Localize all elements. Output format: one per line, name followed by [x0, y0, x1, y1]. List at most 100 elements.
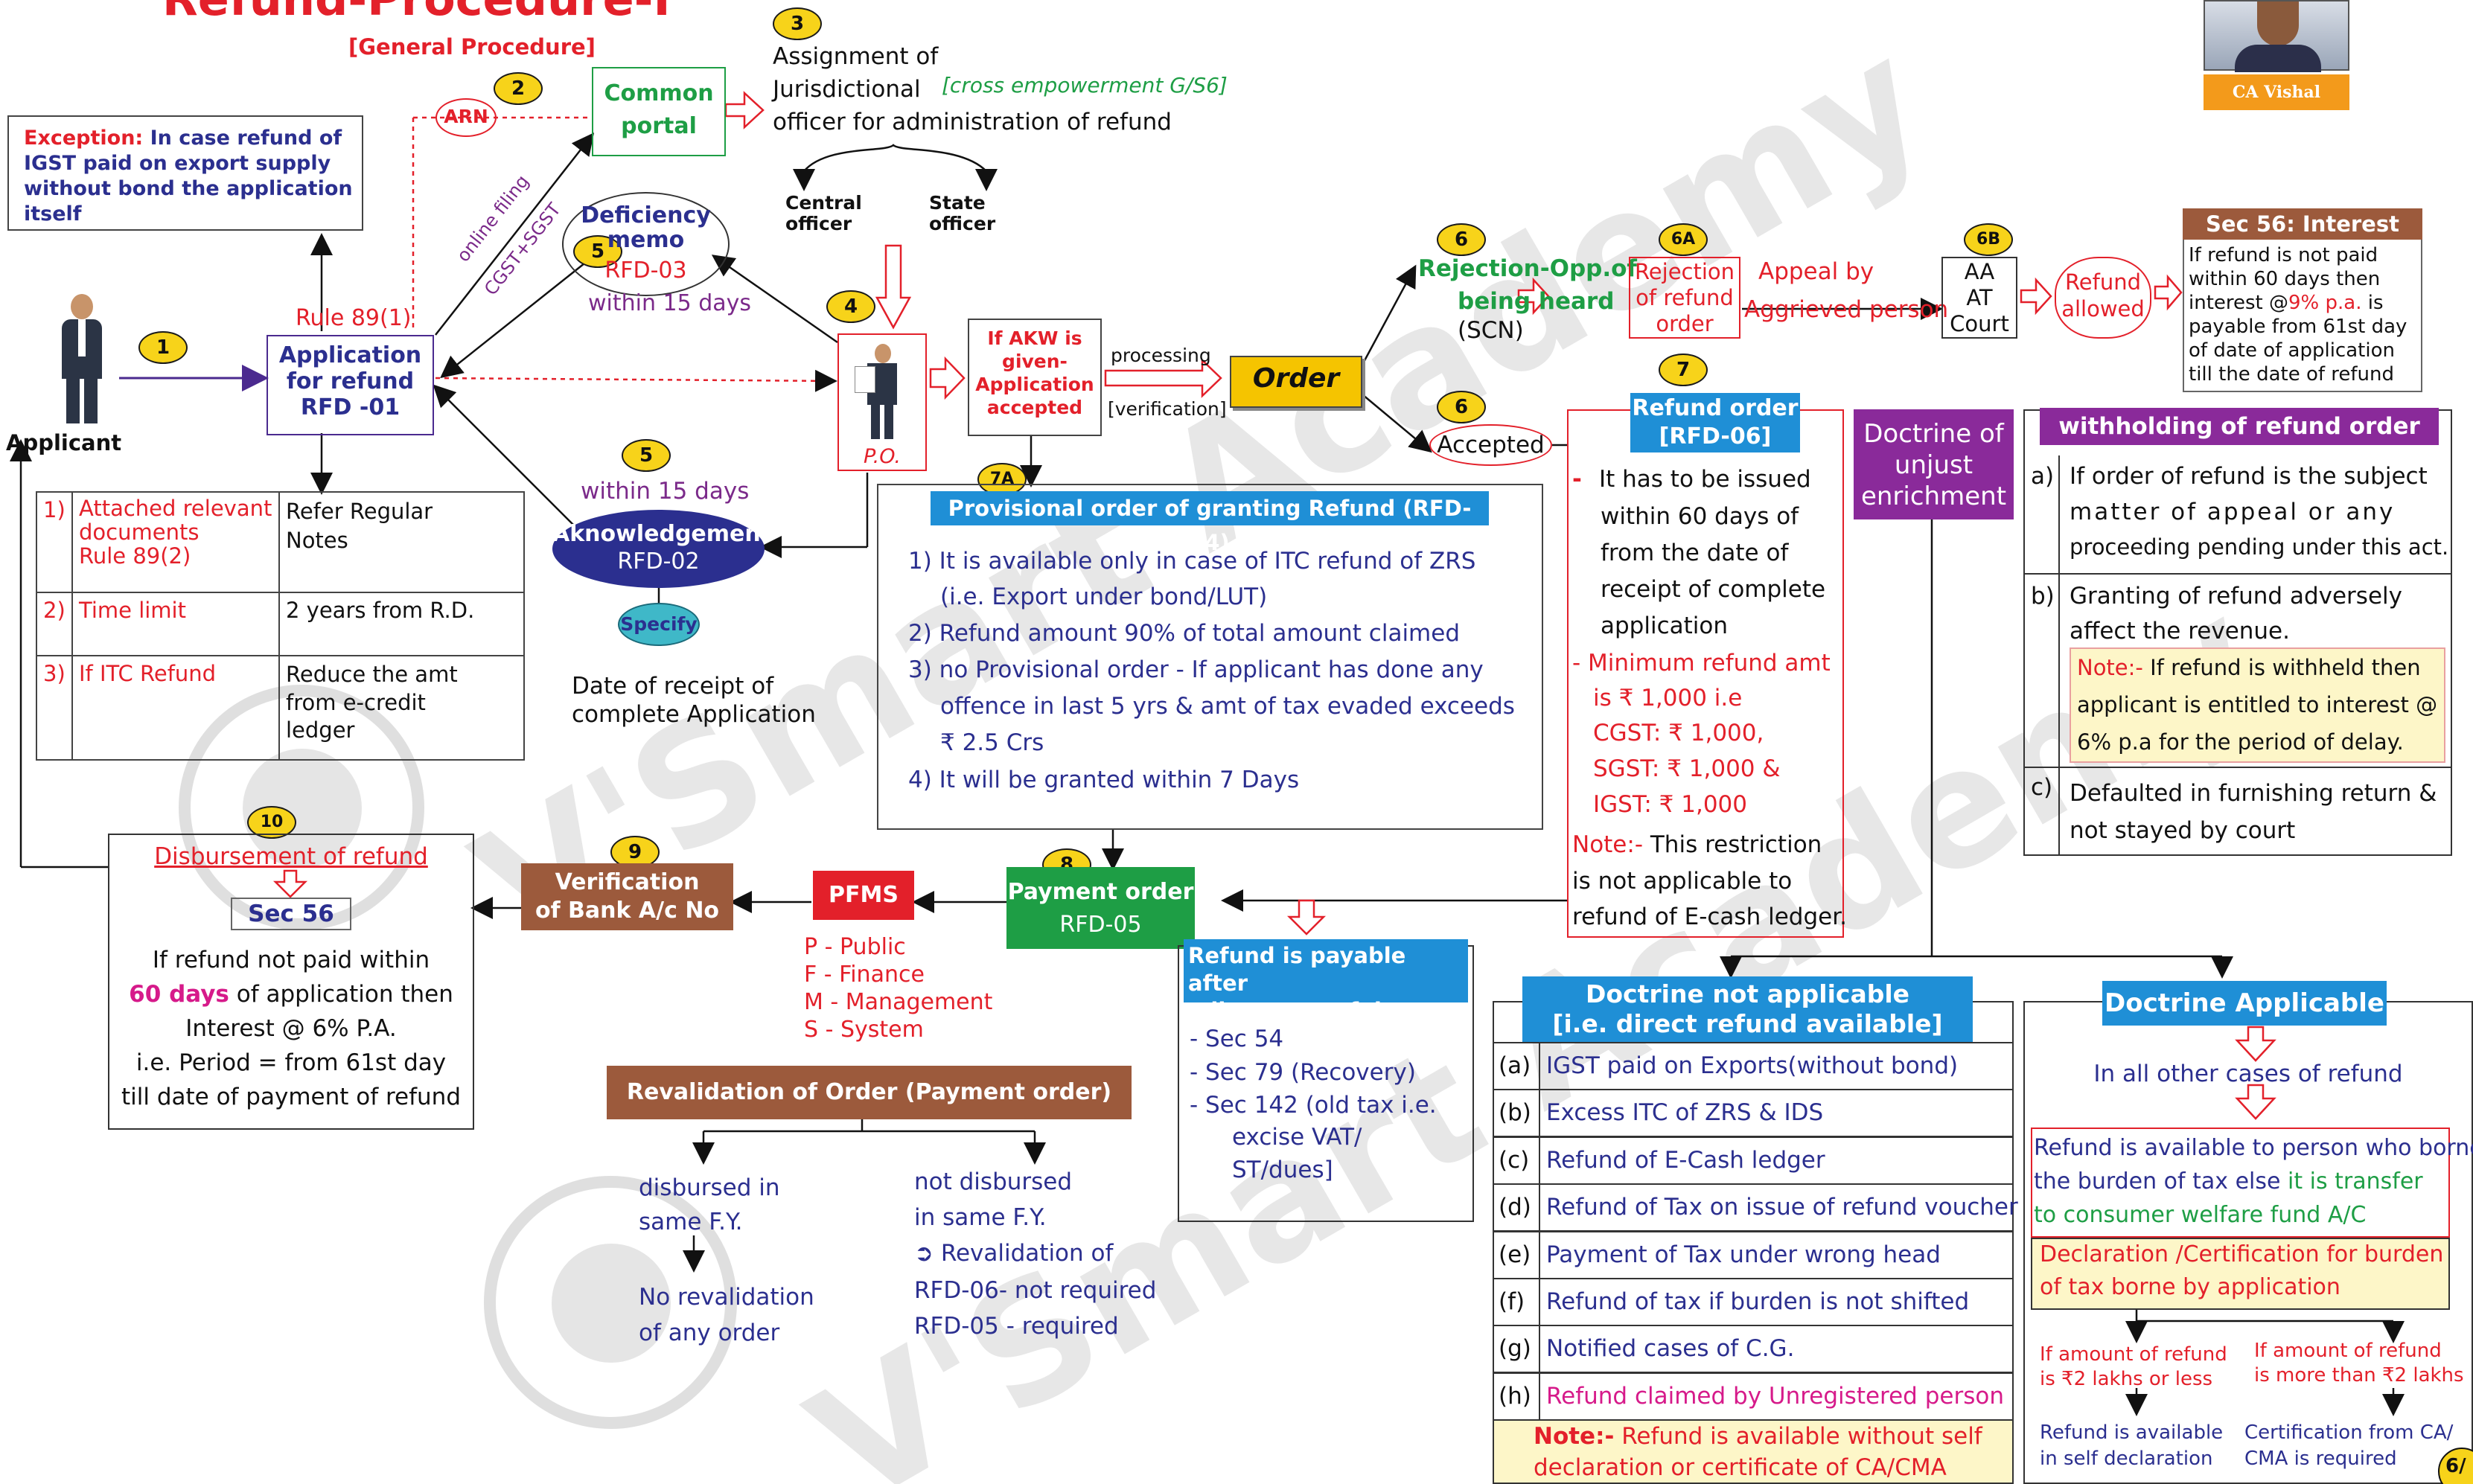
revalidation-left2-1: No revalidation — [639, 1284, 814, 1311]
not-applicable-separator — [1539, 1043, 1540, 1089]
arn-label: ARN — [444, 106, 488, 127]
disbursement-line-2: 60 days of application then — [129, 981, 453, 1008]
not-applicable-row: (g) Notified cases of C.G. — [1493, 1325, 2014, 1373]
revalidation-left2-2: of any order — [639, 1320, 780, 1346]
withholding-title: withholding of refund order — [2040, 408, 2439, 445]
accepted-oval — [1429, 424, 1552, 466]
refund-payable-line-5: ST/dues] — [1232, 1157, 1333, 1183]
not-applicable-value: Notified cases of C.G. — [1546, 1335, 1795, 1362]
not-applicable-key: (g) — [1499, 1335, 1531, 1362]
step-badge-6a: 6 — [1437, 223, 1486, 256]
deficiency-memo-oval — [562, 192, 730, 296]
order-box — [1230, 356, 1362, 408]
verification-label: [verification] — [1108, 398, 1227, 420]
withholding-rule-1 — [2023, 573, 2452, 575]
not-applicable-separator — [1539, 1138, 1540, 1183]
assignment-l3: officer for administration of refund — [773, 109, 1172, 135]
applicable-other: In all other cases of refund — [2093, 1061, 2403, 1087]
provisional-line-3: 2) Refund amount 90% of total amount cla… — [908, 620, 1461, 647]
rejection-order-l3: order — [1656, 311, 1714, 336]
akw-box — [968, 319, 1102, 436]
court-l2: AT — [1966, 285, 1993, 310]
rejection-order-box — [1629, 257, 1740, 339]
refund-order-note-3: refund of E-cash ledger. — [1572, 903, 1847, 930]
withholding-a-1: If order of refund is the subject — [2070, 463, 2428, 490]
presenter-photo — [2204, 0, 2349, 72]
court-l3: Court — [1950, 311, 2009, 336]
provisional-line-1: 1) It is available only in case of ITC r… — [908, 548, 1476, 575]
step-badge-6B: 6B — [1964, 223, 2013, 256]
sec56-line-5: of date of application — [2189, 339, 2395, 362]
withholding-b-2: affect the revenue. — [2070, 618, 2290, 645]
court-box — [1941, 257, 2017, 339]
not-applicable-key: (h) — [1499, 1383, 1531, 1410]
court-l1: AA — [1964, 259, 1995, 284]
sec56-interest-title: Sec 56: Interest — [2183, 208, 2422, 240]
not-applicable-note-box — [1493, 1419, 2014, 1484]
withholding-c-1: Defaulted in furnishing return & — [2070, 780, 2437, 807]
step-badge-9: 9 — [610, 836, 660, 869]
akw-l1: If AKW is — [987, 327, 1082, 349]
refund-allowed-oval — [2055, 257, 2151, 339]
provisional-line-5: offence in last 5 yrs & amt of tax evade… — [940, 693, 1515, 720]
central-officer-l2: officer — [785, 213, 852, 234]
application-box — [267, 335, 434, 435]
po-box — [837, 333, 927, 471]
assignment-l2: Jurisdictional — [773, 76, 921, 103]
withholding-divider — [2058, 455, 2060, 856]
applicable-left-res-2: in self declaration — [2040, 1448, 2213, 1470]
pfms-line-2: F - Finance — [804, 962, 925, 988]
not-applicable-value: Refund claimed by Unregistered person — [1546, 1383, 2004, 1410]
order-label: Order — [1252, 363, 1340, 394]
pfms-line-4: S - System — [804, 1017, 924, 1043]
pfms-line-3: M - Management — [804, 989, 993, 1015]
specify-oval — [618, 603, 700, 646]
arn-oval — [435, 98, 497, 137]
applicable-right-if-2: is more than ₹2 lakhs — [2254, 1364, 2464, 1387]
not-applicable-value: Payment of Tax under wrong head — [1546, 1241, 1941, 1268]
exception-text-3: without bond the application — [24, 177, 353, 200]
application-l1: Application — [278, 342, 422, 368]
applicable-burden-box — [2031, 1128, 2450, 1238]
step-badge-6A: 6A — [1659, 223, 1708, 256]
withholding-a-3: proceeding pending under this act. — [2070, 534, 2449, 560]
docs-row-3-left: If ITC Refund — [71, 655, 280, 761]
provisional-order-box — [877, 484, 1543, 830]
exception-text-4: itself — [24, 202, 82, 226]
applicable-declaration-box — [2031, 1238, 2450, 1310]
provisional-line-6: ₹ 2.5 Crs — [940, 729, 1044, 756]
application-l2: for refund — [286, 368, 415, 394]
not-applicable-value: Refund of Tax on issue of refund voucher — [1546, 1194, 2018, 1221]
officer-figure-icon — [855, 344, 901, 441]
refund-payable-line-4: excise VAT/ — [1232, 1124, 1362, 1151]
akw-l3: Application — [975, 374, 1094, 395]
revalidation-right-4: RFD-06- not required — [914, 1277, 1157, 1304]
applicant-figure-icon — [56, 294, 108, 428]
ack-l2: RFD-02 — [617, 548, 700, 575]
ack-date-l1: Date of receipt of — [572, 673, 774, 700]
refund-order-line-1: It has to be issued — [1599, 466, 1811, 493]
deficiency-l2: memo — [607, 227, 685, 253]
provisional-order-title: Provisional order of granting Refund (RF… — [931, 491, 1489, 555]
refund-order-red-1: - Minimum refund amt — [1572, 650, 1831, 677]
rejection-l2: being heard — [1458, 288, 1615, 315]
not-applicable-separator — [1539, 1185, 1540, 1230]
applicable-right-res-1: Certification from CA/ — [2244, 1421, 2454, 1444]
applicable-box-2: the burden of tax else it is transfer — [2034, 1168, 2423, 1194]
sec56-line-4: payable from 61st day — [2189, 316, 2407, 338]
not-applicable-separator — [1539, 1374, 1540, 1419]
application-l3: RFD -01 — [300, 394, 401, 420]
withholding-note-box — [2070, 647, 2445, 763]
not-applicable-key: (c) — [1499, 1147, 1530, 1174]
docs-row-2-no: 2) — [36, 592, 73, 656]
sec56-tag-label: Sec 56 — [248, 901, 334, 927]
revalidation-left-2: same F.Y. — [639, 1209, 743, 1235]
pfms-box: PFMS — [813, 871, 914, 920]
provisional-line-7: 4) It will be granted within 7 Days — [908, 767, 1300, 793]
